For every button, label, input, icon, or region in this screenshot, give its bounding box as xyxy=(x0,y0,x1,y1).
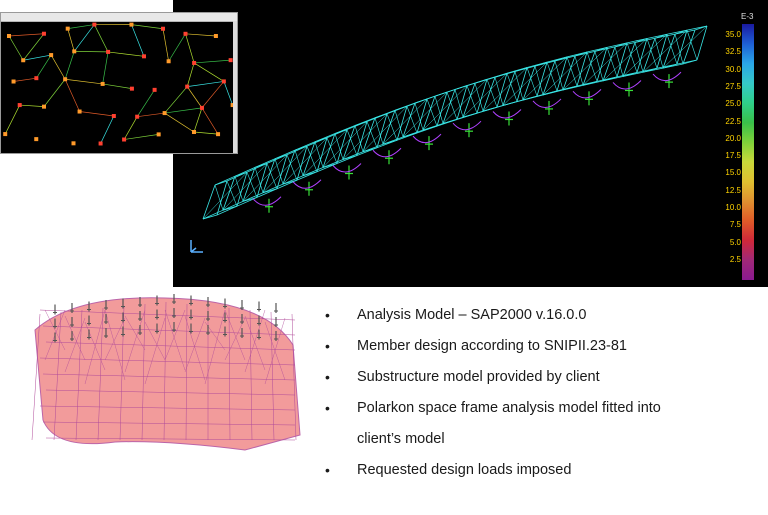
legend-label: 10.0 xyxy=(725,203,741,212)
stress-legend: E-3 35.0 32.5 30.0 27.5 25.0 22.5 20.0 17.5 15.0… xyxy=(725,10,757,280)
legend-label: 22.5 xyxy=(725,116,741,126)
bullet-icon: • xyxy=(325,369,330,385)
bullet-icon: • xyxy=(325,462,330,478)
bullet-icon: • xyxy=(325,307,330,323)
bullet-item: •Requested design loads imposed xyxy=(320,455,760,486)
legend-label: 12.5 xyxy=(725,185,741,195)
substructure-mesh-view xyxy=(15,290,305,460)
bullet-item: •Analysis Model – SAP2000 v.16.0.0 xyxy=(320,300,760,331)
bullet-icon: • xyxy=(325,338,330,354)
inset-frame-graphic xyxy=(3,22,235,146)
legend-label: 20.0 xyxy=(725,133,741,143)
bullet-list: •Analysis Model – SAP2000 v.16.0.0 •Memb… xyxy=(320,300,760,486)
legend-title: E-3 xyxy=(741,12,754,21)
axis-triad-icon xyxy=(187,236,207,256)
inset-window-scrollbar[interactable] xyxy=(233,21,237,153)
legend-label: 32.5 xyxy=(725,47,741,57)
legend-label: 2.5 xyxy=(729,254,741,264)
legend-color-bar xyxy=(742,24,754,280)
legend-label: 25.0 xyxy=(725,99,741,109)
mesh-model-graphic xyxy=(31,294,301,451)
legend-label: 17.5 xyxy=(725,151,741,161)
truss-model-graphic xyxy=(202,25,708,220)
bullet-item: •Substructure model provided by client xyxy=(320,362,760,393)
inset-model-window xyxy=(0,12,238,154)
legend-label: 5.0 xyxy=(729,237,741,247)
bullet-item: •Member design according to SNIPII.23-81 xyxy=(320,331,760,362)
legend-label: 7.5 xyxy=(729,220,741,230)
truss-3d-view xyxy=(173,0,768,287)
legend-label: 15.0 xyxy=(725,168,741,178)
inset-window-titlebar[interactable] xyxy=(1,13,237,22)
bullet-icon: • xyxy=(325,400,330,416)
bullet-item: •Polarkon space frame analysis model fit… xyxy=(320,393,760,455)
legend-label: 27.5 xyxy=(725,81,741,91)
legend-label: 35.0 xyxy=(725,30,741,39)
legend-label: 30.0 xyxy=(725,64,741,74)
